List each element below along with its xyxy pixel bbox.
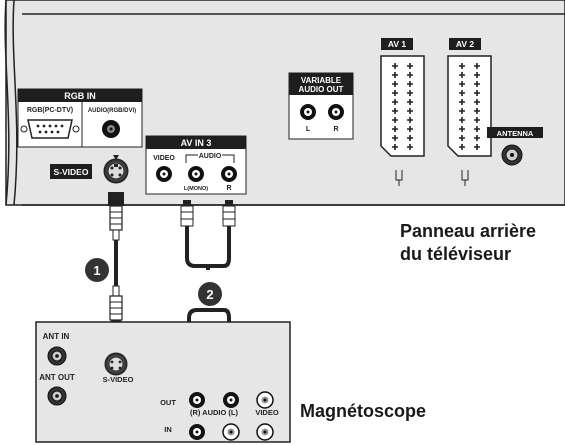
- scart-pin: [474, 72, 480, 78]
- scart-pin: [407, 99, 413, 105]
- tv-caption-line2: du téléviseur: [400, 244, 512, 264]
- rgb-pc-label: RGB(PC-DTV): [27, 107, 73, 114]
- av2-scart-block: AV 2: [447, 38, 492, 186]
- scart-pin: [392, 81, 398, 87]
- scart-pin: [474, 117, 480, 123]
- tv-caption-line1: Panneau arrière: [400, 221, 537, 241]
- scart-pin: [392, 135, 398, 141]
- vcr-video-col: VIDEO: [255, 408, 279, 417]
- scart-pin: [474, 63, 480, 69]
- rgb-audio-label: AUDIO(RGB/DVI): [88, 108, 136, 114]
- av2-label: AV 2: [456, 39, 475, 49]
- av-in3-video-label: VIDEO: [153, 155, 175, 162]
- vcr-ant-out-label: ANT OUT: [39, 373, 75, 382]
- scart-pin: [459, 81, 465, 87]
- scart-pin: [392, 99, 398, 105]
- scart-pin: [392, 63, 398, 69]
- step-2-number: 2: [206, 287, 213, 302]
- av1-scart-block: AV 1: [380, 38, 425, 186]
- antenna-label: ANTENNA: [497, 129, 534, 138]
- var-audio-left: L: [306, 126, 311, 133]
- vcr-ant-in-label: ANT IN: [43, 332, 70, 341]
- scart-pin: [407, 135, 413, 141]
- vcr-caption: Magnétoscope: [300, 401, 427, 421]
- svideo-tv-label: S-VIDEO: [54, 167, 89, 177]
- scart-pin: [407, 108, 413, 114]
- scart-pin: [459, 135, 465, 141]
- scart-pin: [474, 135, 480, 141]
- scart-pin: [407, 117, 413, 123]
- vcr-svideo-port-icon: [104, 352, 128, 376]
- scart-pin: [392, 108, 398, 114]
- av1-label: AV 1: [388, 39, 407, 49]
- step-1-marker: 1: [85, 258, 109, 282]
- scart-pin: [459, 99, 465, 105]
- vcr-audio-cols: (R) AUDIO (L): [190, 408, 239, 417]
- rgb-in-title: RGB IN: [64, 91, 96, 101]
- scart-pin: [474, 90, 480, 96]
- var-audio-right: R: [333, 126, 338, 133]
- av-in3-block: AV IN 3 VIDEO AUDIO L(MONO) R: [145, 135, 247, 195]
- scart-pin: [407, 144, 413, 150]
- scart-pin: [459, 63, 465, 69]
- svideo-port-icon: [103, 158, 129, 184]
- av-in3-title: AV IN 3: [181, 138, 212, 148]
- vcr-panel: ANT IN ANT OUT S-VIDEO OUT IN (R) AUDIO …: [35, 321, 291, 443]
- scart-pin: [392, 90, 398, 96]
- av2-scart-pins: [459, 63, 480, 150]
- scart-pin: [392, 72, 398, 78]
- scart-pin: [459, 72, 465, 78]
- scart-pin: [407, 81, 413, 87]
- av1-scart-pins: [392, 63, 413, 150]
- scart-pin: [459, 126, 465, 132]
- scart-pin: [459, 90, 465, 96]
- scart-pin: [474, 81, 480, 87]
- variable-audio-out-block: VARIABLE AUDIO OUT L R: [288, 72, 354, 140]
- scart-pin: [474, 126, 480, 132]
- scart-pin: [392, 117, 398, 123]
- rgb-in-block: RGB IN RGB(PC-DTV) AUDIO(RGB/DVI): [17, 88, 143, 148]
- var-audio-title-2: AUDIO OUT: [299, 85, 344, 94]
- vcr-in-label: IN: [164, 425, 172, 434]
- audio-rgb-jack-icon: [102, 120, 120, 138]
- vga-port-icon: [20, 119, 80, 139]
- vcr-svideo-label: S-VIDEO: [103, 375, 134, 384]
- scart-pin: [474, 99, 480, 105]
- scart-pin: [474, 144, 480, 150]
- scart-pin: [392, 144, 398, 150]
- antenna-block: ANTENNA: [487, 127, 543, 166]
- step-2-marker: 2: [198, 282, 222, 306]
- vcr-out-label: OUT: [160, 398, 176, 407]
- step-1-number: 1: [93, 263, 100, 278]
- av-in3-audio-label: AUDIO: [199, 153, 222, 160]
- av-in3-left-label: L(MONO): [184, 186, 208, 192]
- scart-pin: [459, 117, 465, 123]
- scart-pin: [407, 63, 413, 69]
- scart-pin: [459, 144, 465, 150]
- scart-pin: [459, 108, 465, 114]
- svideo-in-block: S-VIDEO: [50, 155, 129, 184]
- scart-pin: [407, 90, 413, 96]
- scart-pin: [392, 126, 398, 132]
- scart-pin: [474, 108, 480, 114]
- var-audio-title-1: VARIABLE: [301, 76, 342, 85]
- av-in3-right-label: R: [226, 185, 231, 192]
- scart-pin: [407, 72, 413, 78]
- scart-pin: [407, 126, 413, 132]
